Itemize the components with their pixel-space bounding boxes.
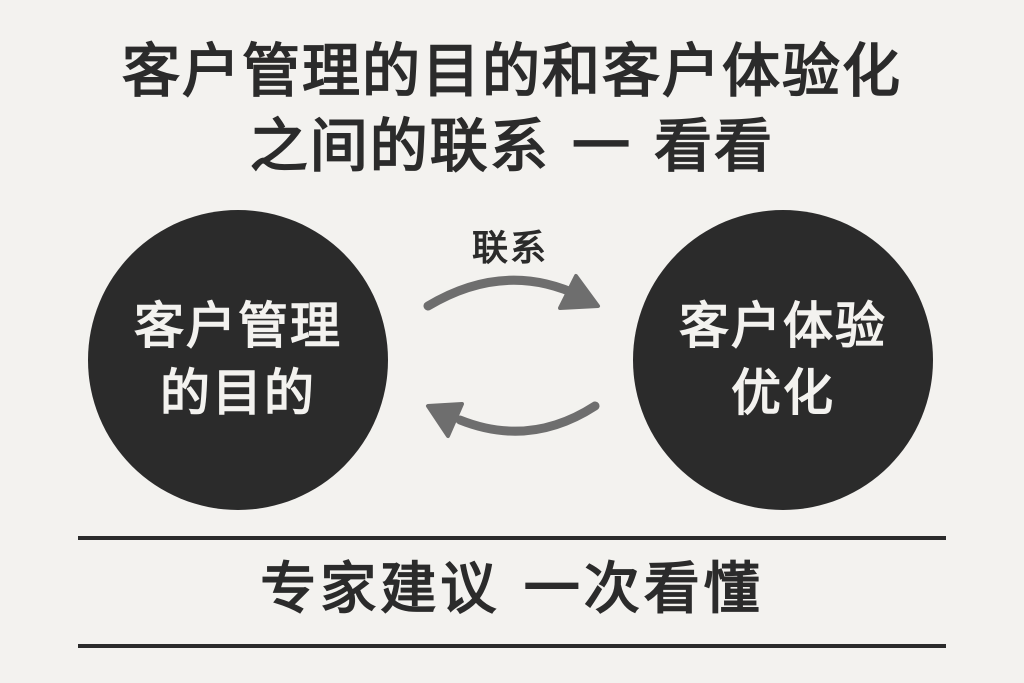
left-node-label-line1: 客户管理 (134, 296, 342, 355)
right-node-label-line2: 优化 (731, 364, 835, 422)
arrow-left-icon (426, 401, 600, 438)
right-node-label-line1: 客户体验 (679, 296, 887, 355)
bidirectional-arrows-icon (423, 274, 600, 438)
title-line-1: 客户管理的目的和客户体验化 (121, 37, 902, 105)
divider-bottom (78, 644, 946, 648)
left-node-circle: 客户管理 的目的 (88, 210, 388, 510)
left-node-label-line2: 的目的 (160, 364, 316, 422)
footer-caption: 专家建议 一次看懂 (260, 557, 764, 622)
title-line-2: 之间的联系 一 看看 (249, 112, 775, 180)
right-node-circle: 客户体验 优化 (633, 210, 933, 510)
arrow-right-icon (423, 274, 600, 311)
relation-label: 联系 (471, 228, 548, 269)
divider-top (78, 536, 946, 540)
